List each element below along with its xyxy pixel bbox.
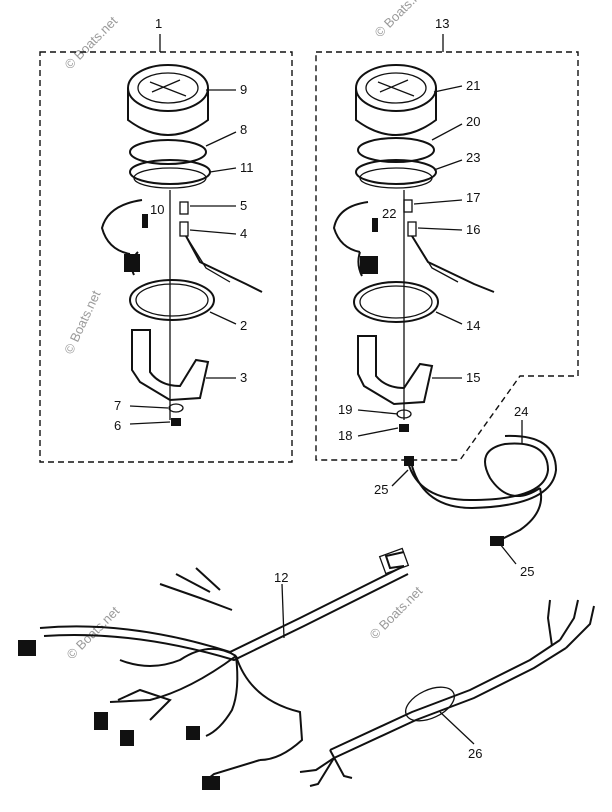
callout-16: 16	[466, 222, 480, 237]
sub-harness	[299, 599, 595, 787]
callout-2: 2	[240, 318, 247, 333]
watermark: © Boats.net	[62, 13, 121, 72]
assembly-13-box	[315, 34, 579, 461]
callout-25: 25	[374, 482, 388, 497]
callout-labels: 1 13 9 8 11 10 5 4 2 3 7 6 21 20 23 22 1…	[114, 16, 534, 761]
callout-11: 11	[240, 160, 254, 175]
watermark: © Boats.net	[372, 0, 431, 40]
callout-21: 21	[466, 78, 480, 93]
callout-10: 10	[150, 202, 164, 217]
callout-1: 1	[155, 16, 162, 31]
callout-23: 23	[466, 150, 480, 165]
watermark: © Boats.net	[367, 583, 426, 642]
callout-8: 8	[240, 122, 247, 137]
callout-19: 19	[338, 402, 352, 417]
callout-22: 22	[382, 206, 396, 221]
callout-7: 7	[114, 398, 121, 413]
callout-12: 12	[274, 570, 288, 585]
callout-4: 4	[240, 226, 247, 241]
right-meter-assembly	[332, 64, 495, 432]
callout-17: 17	[466, 190, 480, 205]
callout-6: 6	[114, 418, 121, 433]
callout-3: 3	[240, 370, 247, 385]
callout-25: 25	[520, 564, 534, 579]
callout-14: 14	[466, 318, 480, 333]
watermark: © Boats.net	[61, 288, 104, 356]
callout-20: 20	[466, 114, 480, 129]
main-harness	[18, 547, 410, 790]
leader-lines	[129, 85, 523, 745]
pitot-hose	[404, 434, 558, 546]
callout-24: 24	[514, 404, 528, 419]
callout-18: 18	[338, 428, 352, 443]
left-meter-assembly	[100, 64, 263, 426]
callout-5: 5	[240, 198, 247, 213]
callout-15: 15	[466, 370, 480, 385]
callout-26: 26	[468, 746, 482, 761]
callout-13: 13	[435, 16, 449, 31]
assembly-1-box	[39, 34, 293, 463]
callout-9: 9	[240, 82, 247, 97]
watermark: © Boats.net	[64, 603, 123, 662]
